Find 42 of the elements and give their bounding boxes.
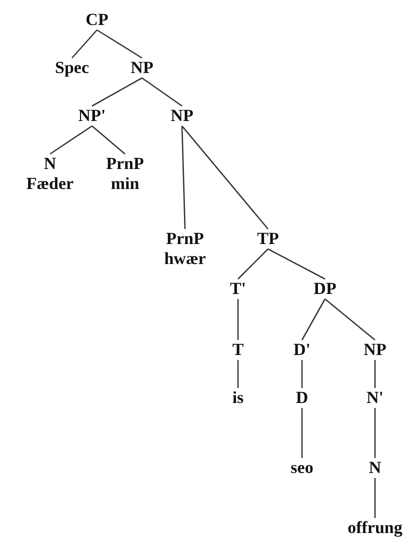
tree-node-label: T <box>231 340 245 360</box>
tree-node-label: is <box>231 388 245 408</box>
tree-node-label: offrung <box>346 518 404 538</box>
tree-branch-line <box>238 248 268 280</box>
tree-node-label: DP <box>312 279 338 299</box>
tree-branch-line <box>268 248 326 280</box>
tree-node-label: TP <box>256 229 280 249</box>
tree-node-label: D' <box>292 340 312 360</box>
tree-node-label: CP <box>84 10 110 30</box>
tree-branch-line <box>72 30 98 58</box>
tree-node-label: PrnP <box>165 229 205 249</box>
tree-node-label: T' <box>228 279 248 299</box>
tree-branch-line <box>181 126 186 230</box>
word-label: hwær <box>163 249 207 269</box>
word-label: Fæder <box>25 174 75 194</box>
tree-node-label: NP' <box>77 106 107 126</box>
tree-branch-line <box>324 298 376 340</box>
tree-branch-line <box>96 29 142 59</box>
tree-branch-line <box>50 125 92 155</box>
tree-branch-line <box>237 299 239 340</box>
tree-branch-line <box>374 408 376 458</box>
tree-branch-line <box>92 77 142 107</box>
tree-branch-line <box>237 360 239 388</box>
tree-node-label: D <box>294 388 310 408</box>
tree-node-label: N <box>368 458 382 478</box>
tree-node-label: Spec <box>54 58 90 78</box>
tree-node-label: PrnP <box>105 154 145 174</box>
tree-branch-line <box>301 360 303 388</box>
tree-node-label: N <box>42 154 58 174</box>
tree-branch-line <box>301 298 326 340</box>
tree-node-label: seo <box>290 458 314 478</box>
word-label: min <box>110 174 140 194</box>
tree-node-label: NP <box>130 58 154 78</box>
tree-branch-line <box>301 408 303 458</box>
tree-branch-line <box>182 126 268 230</box>
tree-branch-line <box>374 478 376 518</box>
tree-node-label: NP <box>362 340 388 360</box>
tree-node-label: NP <box>170 106 194 126</box>
tree-branch-line <box>142 77 182 107</box>
tree-branch-line <box>92 126 126 154</box>
tree-branch-line <box>374 360 376 388</box>
tree-node-label: N' <box>366 388 384 408</box>
